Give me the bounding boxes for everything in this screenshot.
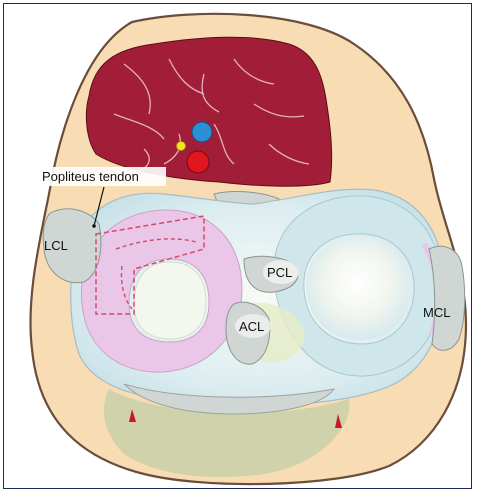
yellow-nerve (177, 142, 186, 151)
medial-cartilage (306, 237, 410, 340)
popliteus-leader-dot (92, 224, 96, 228)
knee-cross-section-diagram: Popliteus tendon LCL PCL MCL ACL (4, 4, 473, 490)
popliteus-tendon-label: Popliteus tendon (42, 169, 139, 184)
blue-vessel (192, 122, 212, 142)
red-vessel (187, 151, 209, 173)
mcl-ligament (429, 246, 465, 350)
acl-label: ACL (239, 319, 264, 334)
figure-frame: Popliteus tendon LCL PCL MCL ACL (3, 3, 472, 489)
pcl-label: PCL (267, 265, 292, 280)
lateral-cartilage (134, 262, 206, 339)
mcl-label: MCL (423, 305, 450, 320)
lcl-label: LCL (44, 238, 68, 253)
